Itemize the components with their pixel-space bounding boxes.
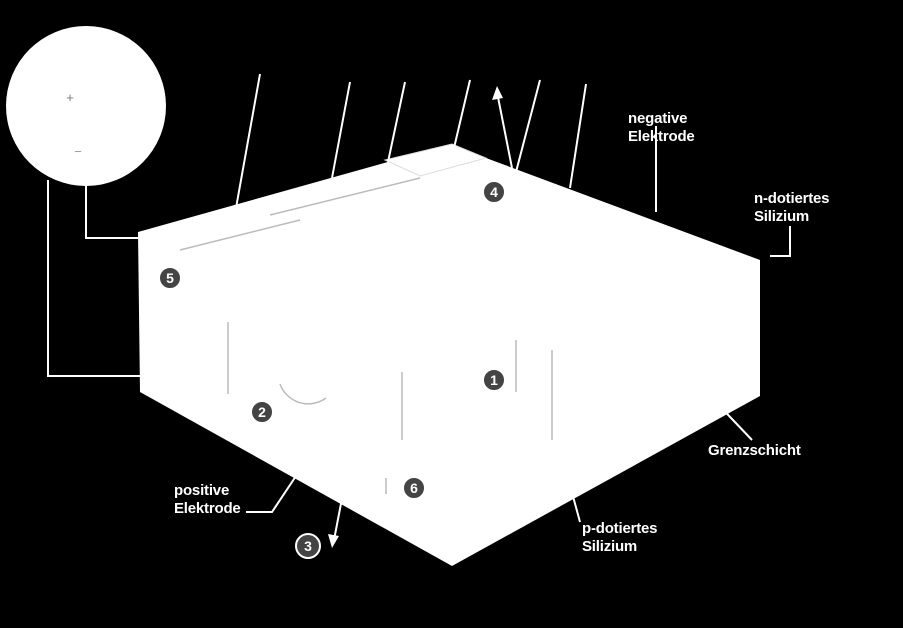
marker-1 (482, 368, 506, 392)
marker-2 (250, 400, 274, 424)
label-positive-line2: Elektrode (174, 500, 241, 517)
marker-6-number: 6 (410, 480, 418, 496)
label-boundary-layer: Grenzschicht (708, 442, 801, 459)
wire-upper (85, 186, 138, 239)
marker-3 (295, 533, 321, 559)
marker-2-number: 2 (258, 404, 266, 420)
marker-4 (482, 180, 506, 204)
current-arrowhead (328, 534, 339, 548)
label-p-doped-line1: p-dotiertes (582, 520, 658, 537)
light-ray-2 (331, 81, 351, 179)
marker-4-number: 4 (490, 184, 498, 200)
negative-electrode-strip (383, 143, 488, 177)
light-ray-4 (453, 79, 471, 149)
label-negative-line1: negative (628, 110, 688, 127)
label-n-doped-silicon: n-dotiertes Silizium (754, 190, 830, 226)
cell-block (138, 144, 760, 566)
light-ray-3 (387, 81, 406, 163)
label-n-doped-line1: n-dotiertes (754, 190, 830, 207)
light-ray-5 (515, 79, 541, 173)
lamp-plus-symbol: + (66, 90, 74, 105)
leader-p-doped (567, 477, 581, 523)
marker-5-number: 5 (166, 270, 174, 286)
leader-n-doped (770, 226, 791, 257)
marker-1-number: 1 (490, 372, 498, 388)
internal-markings (179, 177, 553, 494)
lamp-minus-symbol: − (74, 144, 82, 159)
label-negative-electrode: negative Elektrode (628, 110, 695, 146)
reflected-ray-arrowhead (492, 86, 503, 100)
label-positive-electrode: positive Elektrode (174, 482, 241, 518)
marker-6 (402, 476, 426, 500)
leader-positive-electrode (246, 475, 297, 513)
label-p-doped-silicon: p-dotiertes Silizium (582, 520, 658, 556)
lamp-circle (6, 26, 166, 186)
light-ray-1 (235, 73, 261, 209)
reflected-ray (496, 91, 513, 169)
marker-3-number: 3 (304, 538, 312, 554)
label-negative-line2: Elektrode (628, 128, 695, 145)
wire-lower (47, 180, 140, 377)
light-ray-6 (569, 83, 587, 189)
leader-boundary (711, 397, 753, 441)
label-n-doped-line2: Silizium (754, 208, 810, 225)
marker-5 (158, 266, 182, 290)
label-positive-line1: positive (174, 482, 230, 499)
label-p-doped-line2: Silizium (582, 538, 638, 555)
current-arrow (333, 487, 345, 541)
